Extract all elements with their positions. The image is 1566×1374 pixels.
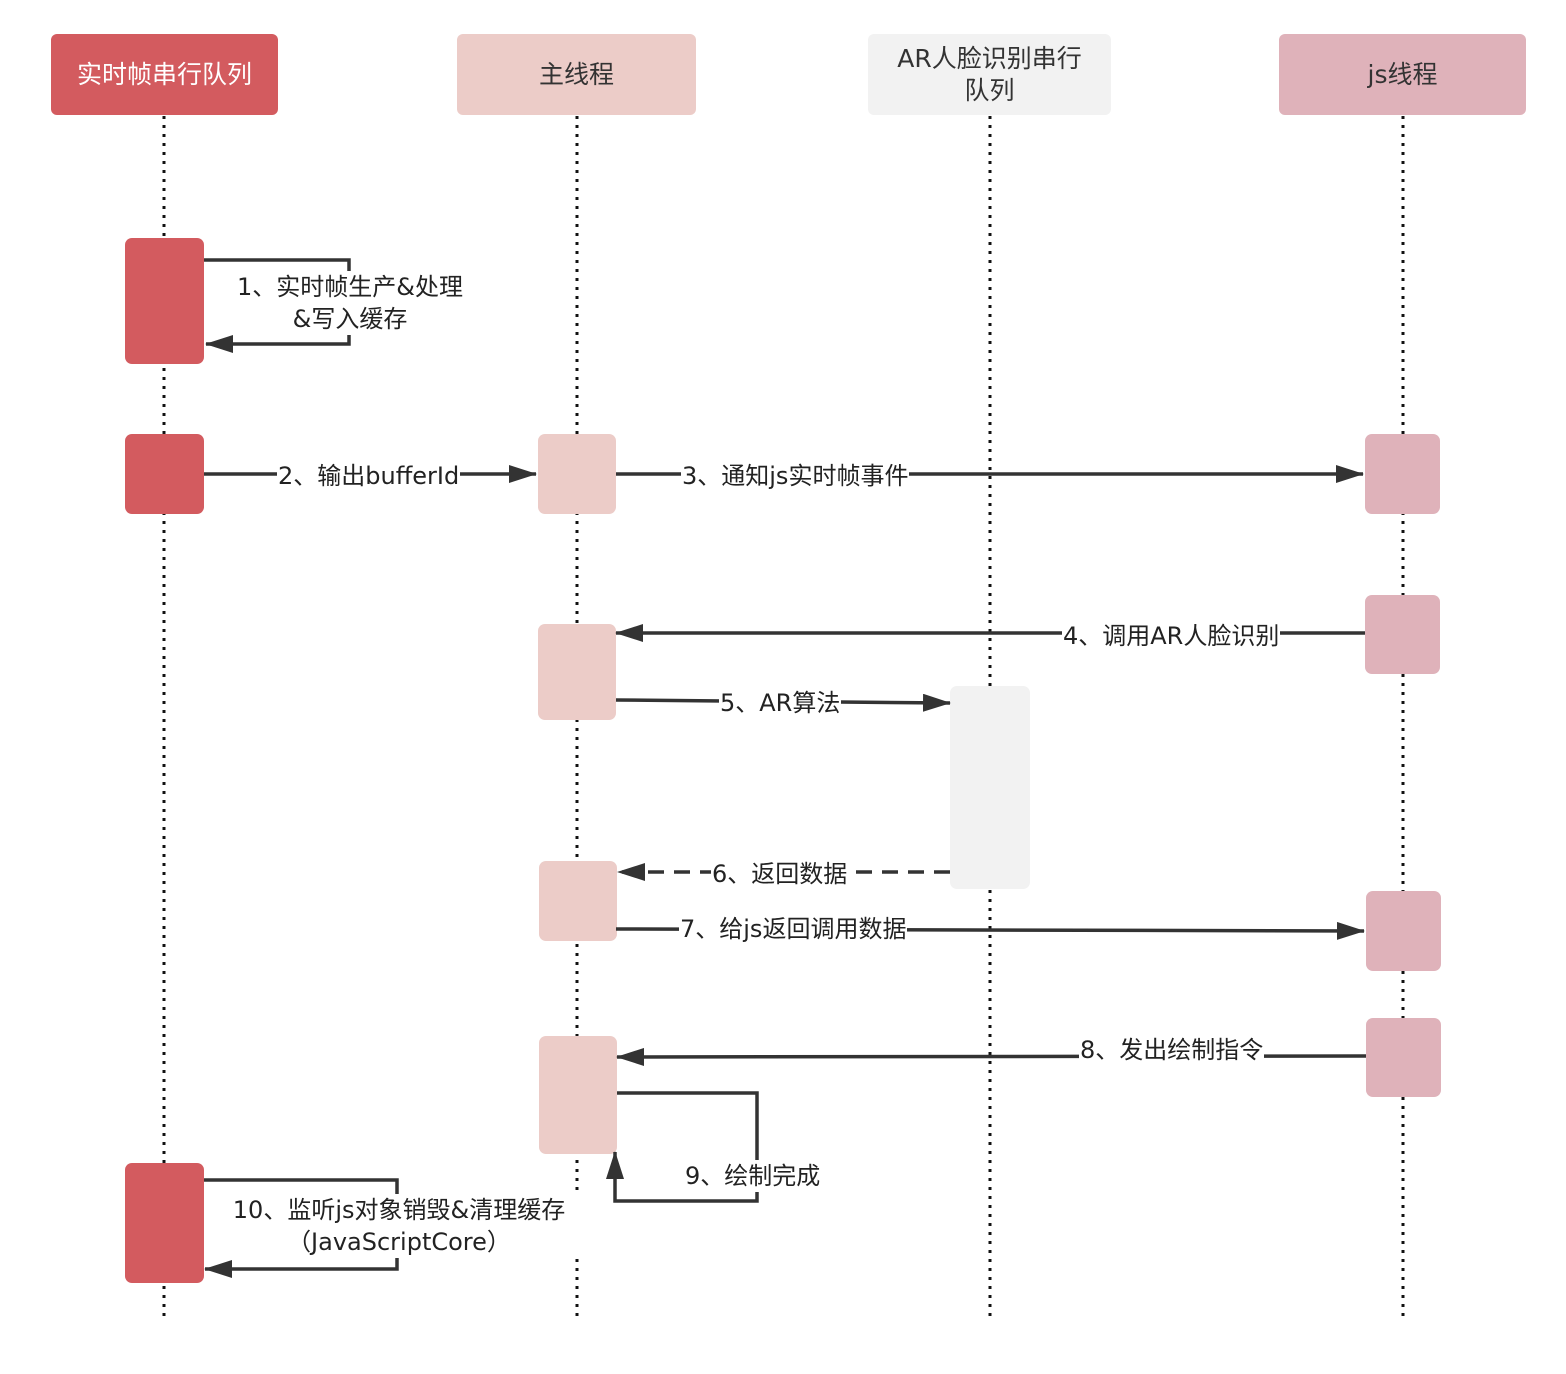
message-label-3: 3、通知js实时帧事件 (681, 460, 910, 492)
lane-title: 主线程 (538, 59, 614, 89)
message-label-7: 7、给js返回调用数据 (679, 913, 908, 945)
activation-box-frame-queue (125, 238, 204, 364)
activation-box-js-thread (1366, 1018, 1441, 1097)
activation-box-js-thread (1365, 434, 1440, 514)
activation-box-main-thread (538, 624, 616, 720)
message-arrow-9 (606, 1091, 759, 1203)
activation-box-main-thread (538, 434, 616, 514)
lane-header-main-thread: 主线程 (457, 34, 696, 115)
lane-header-js-thread: js线程 (1279, 34, 1526, 115)
activation-box-ar-queue (950, 686, 1030, 889)
message-label-1: 1、实时帧生产&处理 &写入缓存 (226, 271, 474, 335)
lane-header-frame-queue: 实时帧串行队列 (51, 34, 278, 115)
activation-box-frame-queue (125, 434, 204, 514)
activation-box-main-thread (539, 1036, 617, 1154)
activation-box-frame-queue (125, 1163, 204, 1283)
message-label-6: 6、返回数据 (711, 858, 849, 890)
lane-title: AR人脸识别串行队列 (897, 43, 1082, 105)
activation-box-main-thread (539, 861, 617, 941)
message-label-8: 8、发出绘制指令 (1079, 1034, 1265, 1066)
message-label-9: 9、绘制完成 (684, 1160, 822, 1192)
message-label-10: 10、监听js对象销毁&清理缓存 （JavaScriptCore） (218, 1194, 580, 1258)
message-label-4: 4、调用AR人脸识别 (1062, 620, 1281, 652)
message-label-2: 2、输出bufferId (277, 460, 461, 492)
lane-title: 实时帧串行队列 (76, 59, 252, 89)
lane-title: js线程 (1367, 59, 1438, 89)
lane-header-ar-queue: AR人脸识别串行队列 (868, 34, 1111, 115)
message-label-5: 5、AR算法 (719, 687, 842, 719)
activation-box-js-thread (1365, 595, 1440, 674)
activation-box-js-thread (1366, 891, 1441, 971)
